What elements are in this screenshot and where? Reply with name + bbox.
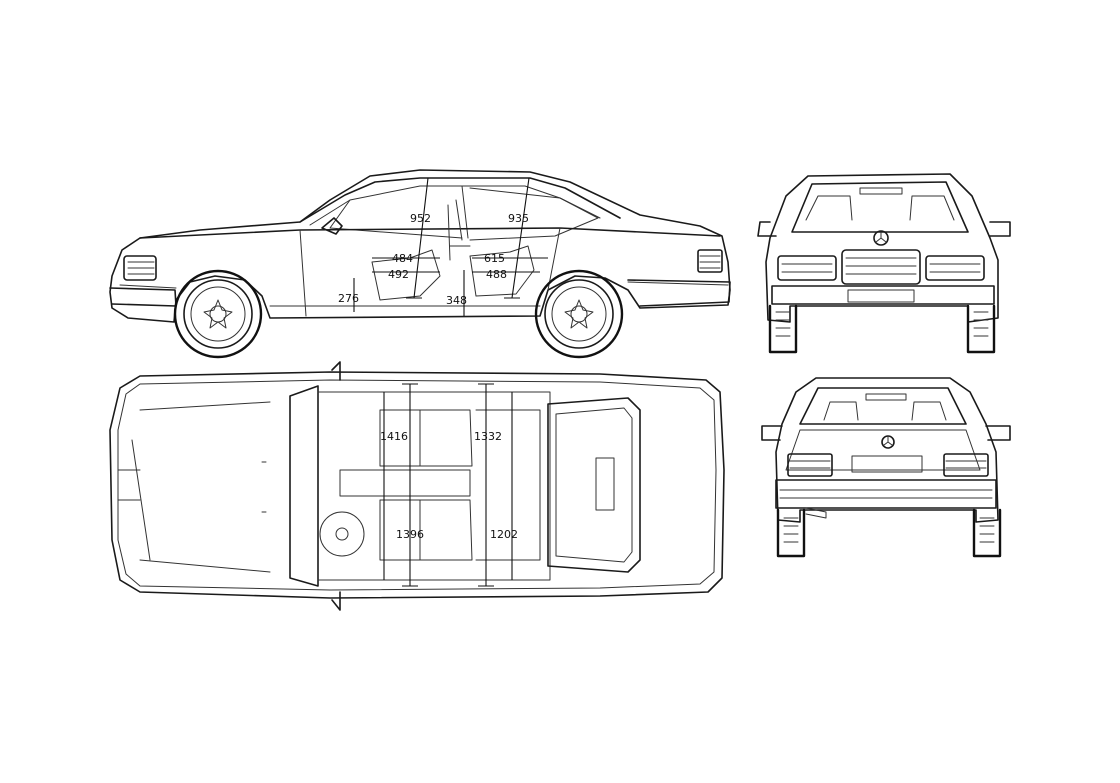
dim-head-rear: 935 bbox=[508, 212, 529, 225]
rear-body-outline bbox=[775, 377, 999, 523]
top-view: 1416 1332 1396 1202 bbox=[109, 361, 725, 611]
dim-head-front: 952 bbox=[410, 212, 431, 225]
side-greenhouse bbox=[299, 177, 621, 223]
dim-seat-front: 276 bbox=[338, 292, 359, 305]
dim-legroom-d: 488 bbox=[486, 268, 507, 281]
dim-shoulder-front: 1416 bbox=[380, 430, 408, 443]
rear-star-emblem-icon bbox=[881, 435, 895, 449]
dim-seat-rear: 348 bbox=[446, 294, 467, 307]
dim-legroom-a: 484 bbox=[392, 252, 413, 265]
rear-view bbox=[761, 377, 1011, 558]
dim-legroom-b: 492 bbox=[388, 268, 409, 281]
front-view bbox=[757, 173, 1011, 354]
rear-wheel bbox=[534, 269, 624, 359]
top-body-outline bbox=[109, 371, 725, 599]
top-dimension-lines bbox=[383, 383, 513, 587]
front-body-outline bbox=[765, 173, 999, 323]
dim-hip-front: 1396 bbox=[396, 528, 424, 541]
front-star-emblem-icon bbox=[873, 230, 889, 246]
side-dimension-lines bbox=[353, 177, 548, 316]
front-wheel bbox=[173, 269, 263, 359]
side-body-outline bbox=[109, 169, 731, 323]
dim-hip-rear: 1202 bbox=[490, 528, 518, 541]
side-view: 952 935 484 492 615 488 276 348 bbox=[109, 169, 731, 359]
dim-legroom-c: 615 bbox=[484, 252, 505, 265]
dim-shoulder-rear: 1332 bbox=[474, 430, 502, 443]
